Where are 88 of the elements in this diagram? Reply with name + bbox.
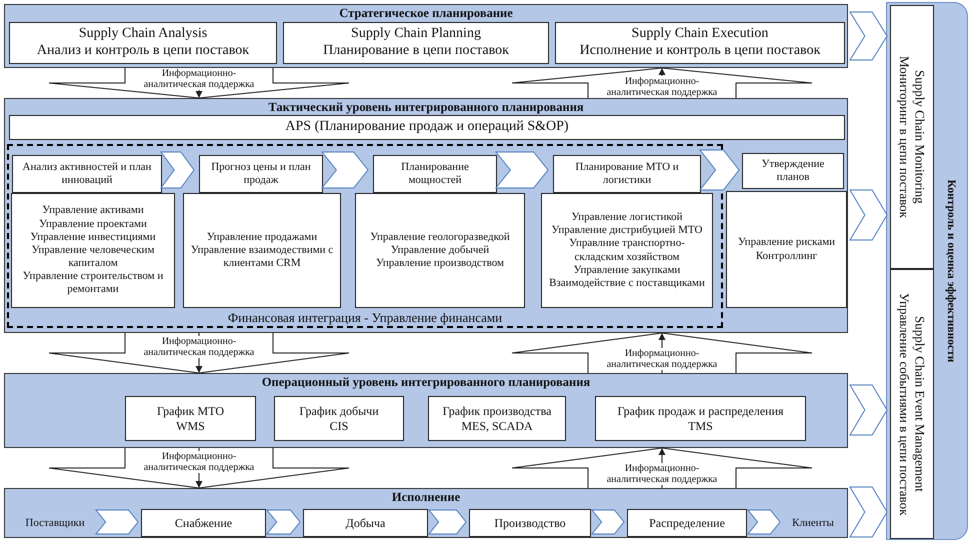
process-box — [125, 396, 256, 441]
box-text: Supply Chain Event Management — [912, 316, 928, 492]
box-text: Управление логистикой — [571, 210, 683, 224]
box-text: Распределение — [649, 516, 725, 530]
box-text: Управление активами — [42, 204, 144, 218]
box-text: APS (Планирование продаж и операций S&OP) — [285, 119, 569, 136]
box-text: Supply Chain Planning — [351, 26, 481, 43]
box-text: Управление рисками — [738, 236, 836, 250]
box-text: Supply Chain Monitoring — [912, 70, 928, 204]
box-text: Планирование МТО и логистики — [574, 160, 680, 188]
chevron-arrow — [266, 510, 301, 534]
box-text: MES, SCADA — [461, 418, 533, 433]
group-title: Финансовая интеграция - Управление финансами — [228, 310, 502, 325]
band-title: Операционный уровень интегрированного планирования — [262, 375, 590, 389]
box-text: Supply Chain Analysis — [78, 26, 208, 43]
box-text: График добычи — [299, 404, 379, 418]
box-text: Планирование в цепи поставок — [323, 43, 509, 60]
chevron-arrow — [320, 152, 369, 188]
box-text: Контроллинг — [756, 250, 818, 263]
box-text: Исполнение и контроль в цепи поставок — [580, 43, 820, 60]
process-box — [742, 153, 844, 189]
process-box — [595, 396, 806, 441]
process-box — [274, 396, 404, 441]
process-box — [555, 22, 845, 64]
box-text: Управление продажами — [206, 230, 318, 244]
box-text: Управление инвестициями — [30, 230, 156, 244]
box-text: Снабжение — [174, 516, 232, 530]
box-text: Управление событиями в цепи поставок — [896, 292, 912, 516]
box-text: Управлние транспортно-складским хозяйством — [568, 237, 686, 264]
box-text: CIS — [330, 418, 348, 433]
box-text: Управление закупками — [574, 264, 680, 277]
chevron-arrow — [849, 190, 888, 240]
chevron-arrow — [160, 152, 195, 188]
band-title: Тактический уровень интегрированного планирования — [268, 100, 584, 114]
chevron-arrow — [746, 510, 781, 534]
process-box — [9, 115, 845, 140]
process-box — [11, 193, 175, 308]
endpoint-label: Клиенты — [792, 517, 834, 529]
band-title: Исполнение — [392, 490, 460, 504]
level-band — [4, 98, 848, 333]
chevron-arrow — [428, 510, 467, 534]
dashed-group — [7, 144, 723, 328]
process-box — [890, 269, 934, 539]
chevron-arrow — [494, 152, 549, 188]
chevron-arrow — [849, 384, 888, 436]
box-text: Управление взаимодествими с клиентами CRM — [190, 244, 334, 270]
box-text: Взаимодействие с поставщиками — [549, 276, 705, 290]
chevron-arrow — [849, 12, 888, 60]
level-band — [4, 4, 848, 68]
process-box — [183, 193, 341, 308]
chevron-arrow — [849, 486, 888, 538]
box-text: Управление дистрибуцией МТО — [552, 224, 702, 238]
box-text: График продаж и распределения — [617, 404, 784, 418]
box-text: График производства — [442, 404, 552, 418]
box-text: Supply Chain Execution — [632, 26, 768, 43]
process-box — [726, 191, 847, 308]
side-panel — [886, 2, 968, 540]
process-box — [355, 193, 525, 308]
process-box — [283, 22, 549, 64]
endpoint-label: Поставщики — [25, 517, 85, 529]
box-text: Управление человеческим капиталом — [30, 244, 156, 270]
box-text: Планирование мощностей — [400, 160, 470, 188]
box-text: Управление строительством и ремонтами — [22, 270, 164, 297]
box-text: Анализ и контроль в цепи поставок — [36, 43, 250, 60]
box-text: TMS — [688, 418, 713, 433]
box-text: График МТО — [156, 404, 224, 418]
chevron-arrow — [590, 510, 625, 534]
process-box — [9, 22, 277, 64]
box-text: Утверждение планов — [760, 158, 826, 184]
process-box — [428, 396, 566, 441]
box-text: Управление производством — [376, 257, 504, 270]
process-box — [541, 193, 713, 308]
box-text: WMS — [176, 418, 205, 433]
box-text: Производство — [494, 516, 566, 530]
chevron-arrow — [94, 510, 139, 534]
process-box — [890, 5, 934, 269]
level-band — [4, 488, 848, 538]
level-band — [4, 373, 848, 448]
box-text: Прогноз цены и план продаж — [210, 160, 312, 188]
box-text: Управление проектами — [39, 218, 147, 231]
box-text: Мониторинг в цепи поставок — [896, 56, 912, 218]
panel-title: Контроль и оценка эффективности — [945, 180, 957, 362]
box-text: Управление геологоразведкой — [370, 230, 510, 244]
box-text: Добыча — [346, 516, 386, 530]
band-title: Стратегическое планирование — [339, 6, 513, 20]
box-text: Анализ активностей и план инноваций — [22, 160, 152, 188]
box-text: Управление добычей — [390, 244, 490, 258]
chevron-arrow — [698, 150, 740, 190]
